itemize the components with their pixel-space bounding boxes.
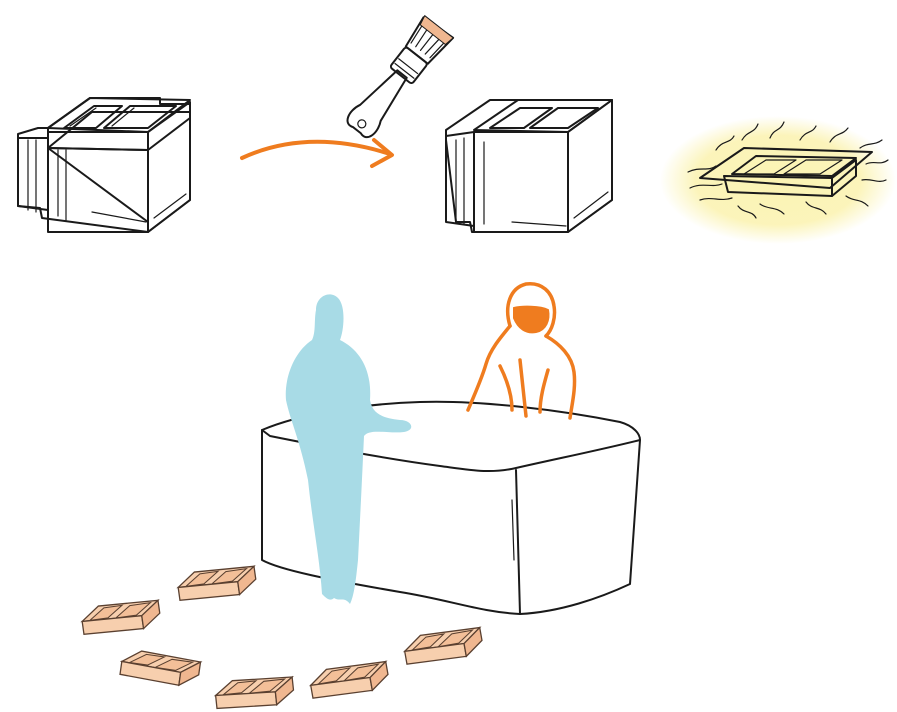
brick-icon (120, 649, 201, 688)
brick-icon (176, 564, 257, 603)
curved-arrow-icon (242, 140, 392, 166)
brick-icon (308, 659, 390, 701)
buried-block-icon (660, 116, 896, 244)
ghost-person-icon (286, 294, 411, 604)
brick-icon (214, 674, 295, 711)
painted-cinder-block-icon (446, 100, 612, 232)
brick-icon (80, 598, 161, 637)
masked-worker-icon (468, 284, 575, 418)
brick-icon (402, 625, 484, 667)
paintbrush-icon (343, 16, 453, 143)
cinder-block-icon (18, 98, 190, 232)
